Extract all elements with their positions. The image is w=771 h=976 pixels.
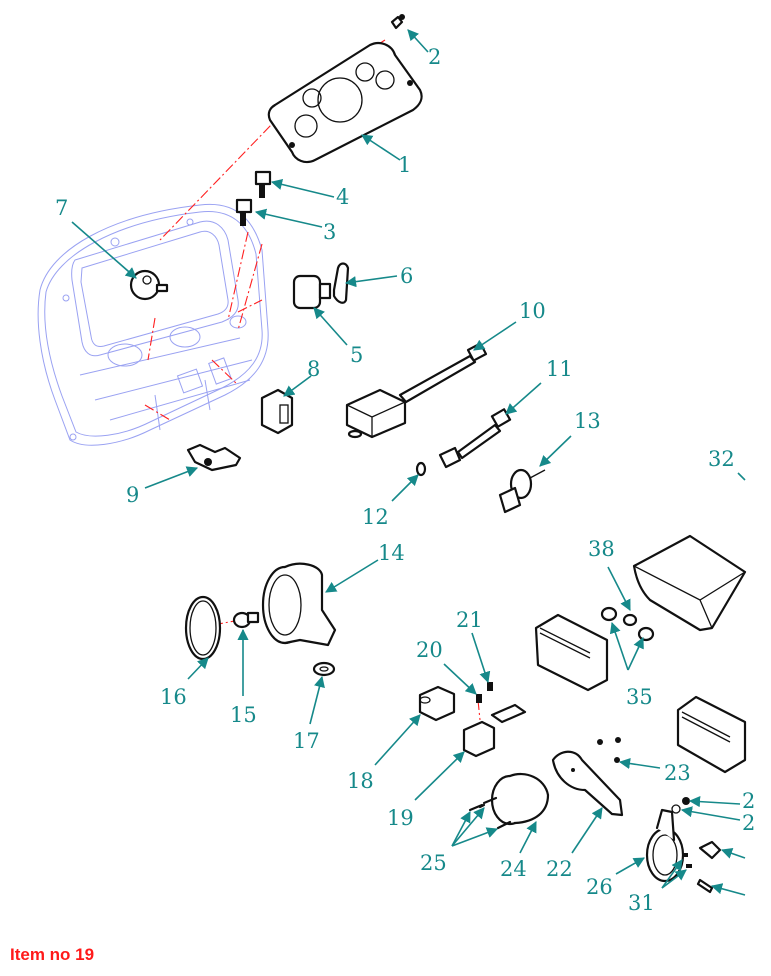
part-bulb-holder[interactable]	[498, 468, 546, 514]
part-horn-26[interactable]	[645, 808, 685, 883]
callout-32: 32	[708, 447, 735, 471]
part-washer-17[interactable]	[312, 661, 336, 677]
callout-31: 31	[628, 891, 655, 915]
part-lamp-box-35b[interactable]	[676, 695, 747, 774]
part-switch-3[interactable]	[235, 198, 253, 226]
part-lamp-box-35a[interactable]	[534, 613, 609, 692]
part-ignition-switch[interactable]	[292, 274, 332, 310]
part-sensor-cable[interactable]	[438, 408, 512, 469]
part-rocker-switch[interactable]	[260, 388, 294, 435]
callout-1: 1	[398, 153, 411, 177]
callout-16: 16	[160, 685, 187, 709]
part-ignition-key[interactable]	[332, 262, 350, 304]
callout-8: 8	[307, 357, 320, 381]
part-screws-31[interactable]	[682, 853, 692, 868]
callout-labels: 1 2 3 4 5 6 7 8 9 10 11 12 13 14 15 16 1…	[55, 45, 755, 915]
part-fuse-21[interactable]	[487, 682, 493, 691]
callout-11: 11	[546, 357, 573, 381]
callout-19: 19	[387, 806, 414, 830]
callout-23: 23	[664, 761, 691, 785]
callout-35: 35	[626, 685, 653, 709]
callout-15: 15	[230, 703, 257, 727]
callout-38: 38	[588, 537, 615, 561]
leader-lines	[71, 29, 746, 896]
callout-12: 12	[362, 505, 389, 529]
callout-26: 26	[586, 875, 613, 899]
part-switch-4[interactable]	[254, 170, 272, 198]
callout-25: 25	[420, 851, 447, 875]
part-rotary-switch[interactable]	[129, 269, 169, 301]
callout-5: 5	[350, 343, 363, 367]
part-lens-16[interactable]	[184, 595, 222, 661]
callout-14: 14	[378, 541, 405, 565]
dashboard-housing	[37, 203, 269, 446]
exploded-parts-diagram: 1 2 3 4 5 6 7 8 9 10 11 12 13 14 15 16 1…	[37, 14, 755, 915]
part-sensor-9[interactable]	[186, 443, 242, 472]
item-number-caption: Item no 19	[10, 945, 95, 964]
part-buzzer-24[interactable]	[490, 772, 550, 826]
part-connector-right[interactable]	[671, 797, 722, 894]
part-relay-18[interactable]	[418, 685, 456, 722]
part-headlamp-housing[interactable]	[261, 562, 337, 647]
part-fuse-20[interactable]	[476, 694, 482, 703]
callout-4: 4	[336, 185, 349, 209]
callout-21: 21	[456, 608, 483, 632]
callout-27-partial: 2	[742, 789, 755, 813]
callout-9: 9	[126, 483, 139, 507]
part-screw[interactable]	[390, 14, 405, 30]
part-washer-12[interactable]	[415, 461, 427, 477]
callout-28-partial: 2	[742, 811, 755, 835]
callout-2: 2	[428, 45, 441, 69]
part-relay-base-19[interactable]	[462, 703, 527, 758]
part-bracket-22[interactable]	[551, 750, 624, 817]
callout-17: 17	[293, 729, 320, 753]
callout-3: 3	[323, 220, 336, 244]
part-screws-25[interactable]	[468, 796, 512, 830]
callout-20: 20	[416, 638, 443, 662]
callout-6: 6	[400, 264, 413, 288]
callout-7: 7	[55, 196, 68, 220]
part-bulbs-38[interactable]	[600, 606, 655, 642]
part-instrument-cluster[interactable]	[267, 41, 423, 164]
part-rear-lamp-32[interactable]	[632, 534, 747, 632]
callout-10: 10	[519, 299, 546, 323]
callout-18: 18	[347, 769, 374, 793]
callout-13: 13	[574, 409, 601, 433]
part-nut-23[interactable]	[597, 737, 621, 763]
callout-22: 22	[546, 857, 573, 881]
part-relay-harness[interactable]	[345, 342, 488, 439]
callout-24: 24	[500, 857, 527, 881]
part-bulb-15[interactable]	[232, 611, 260, 629]
